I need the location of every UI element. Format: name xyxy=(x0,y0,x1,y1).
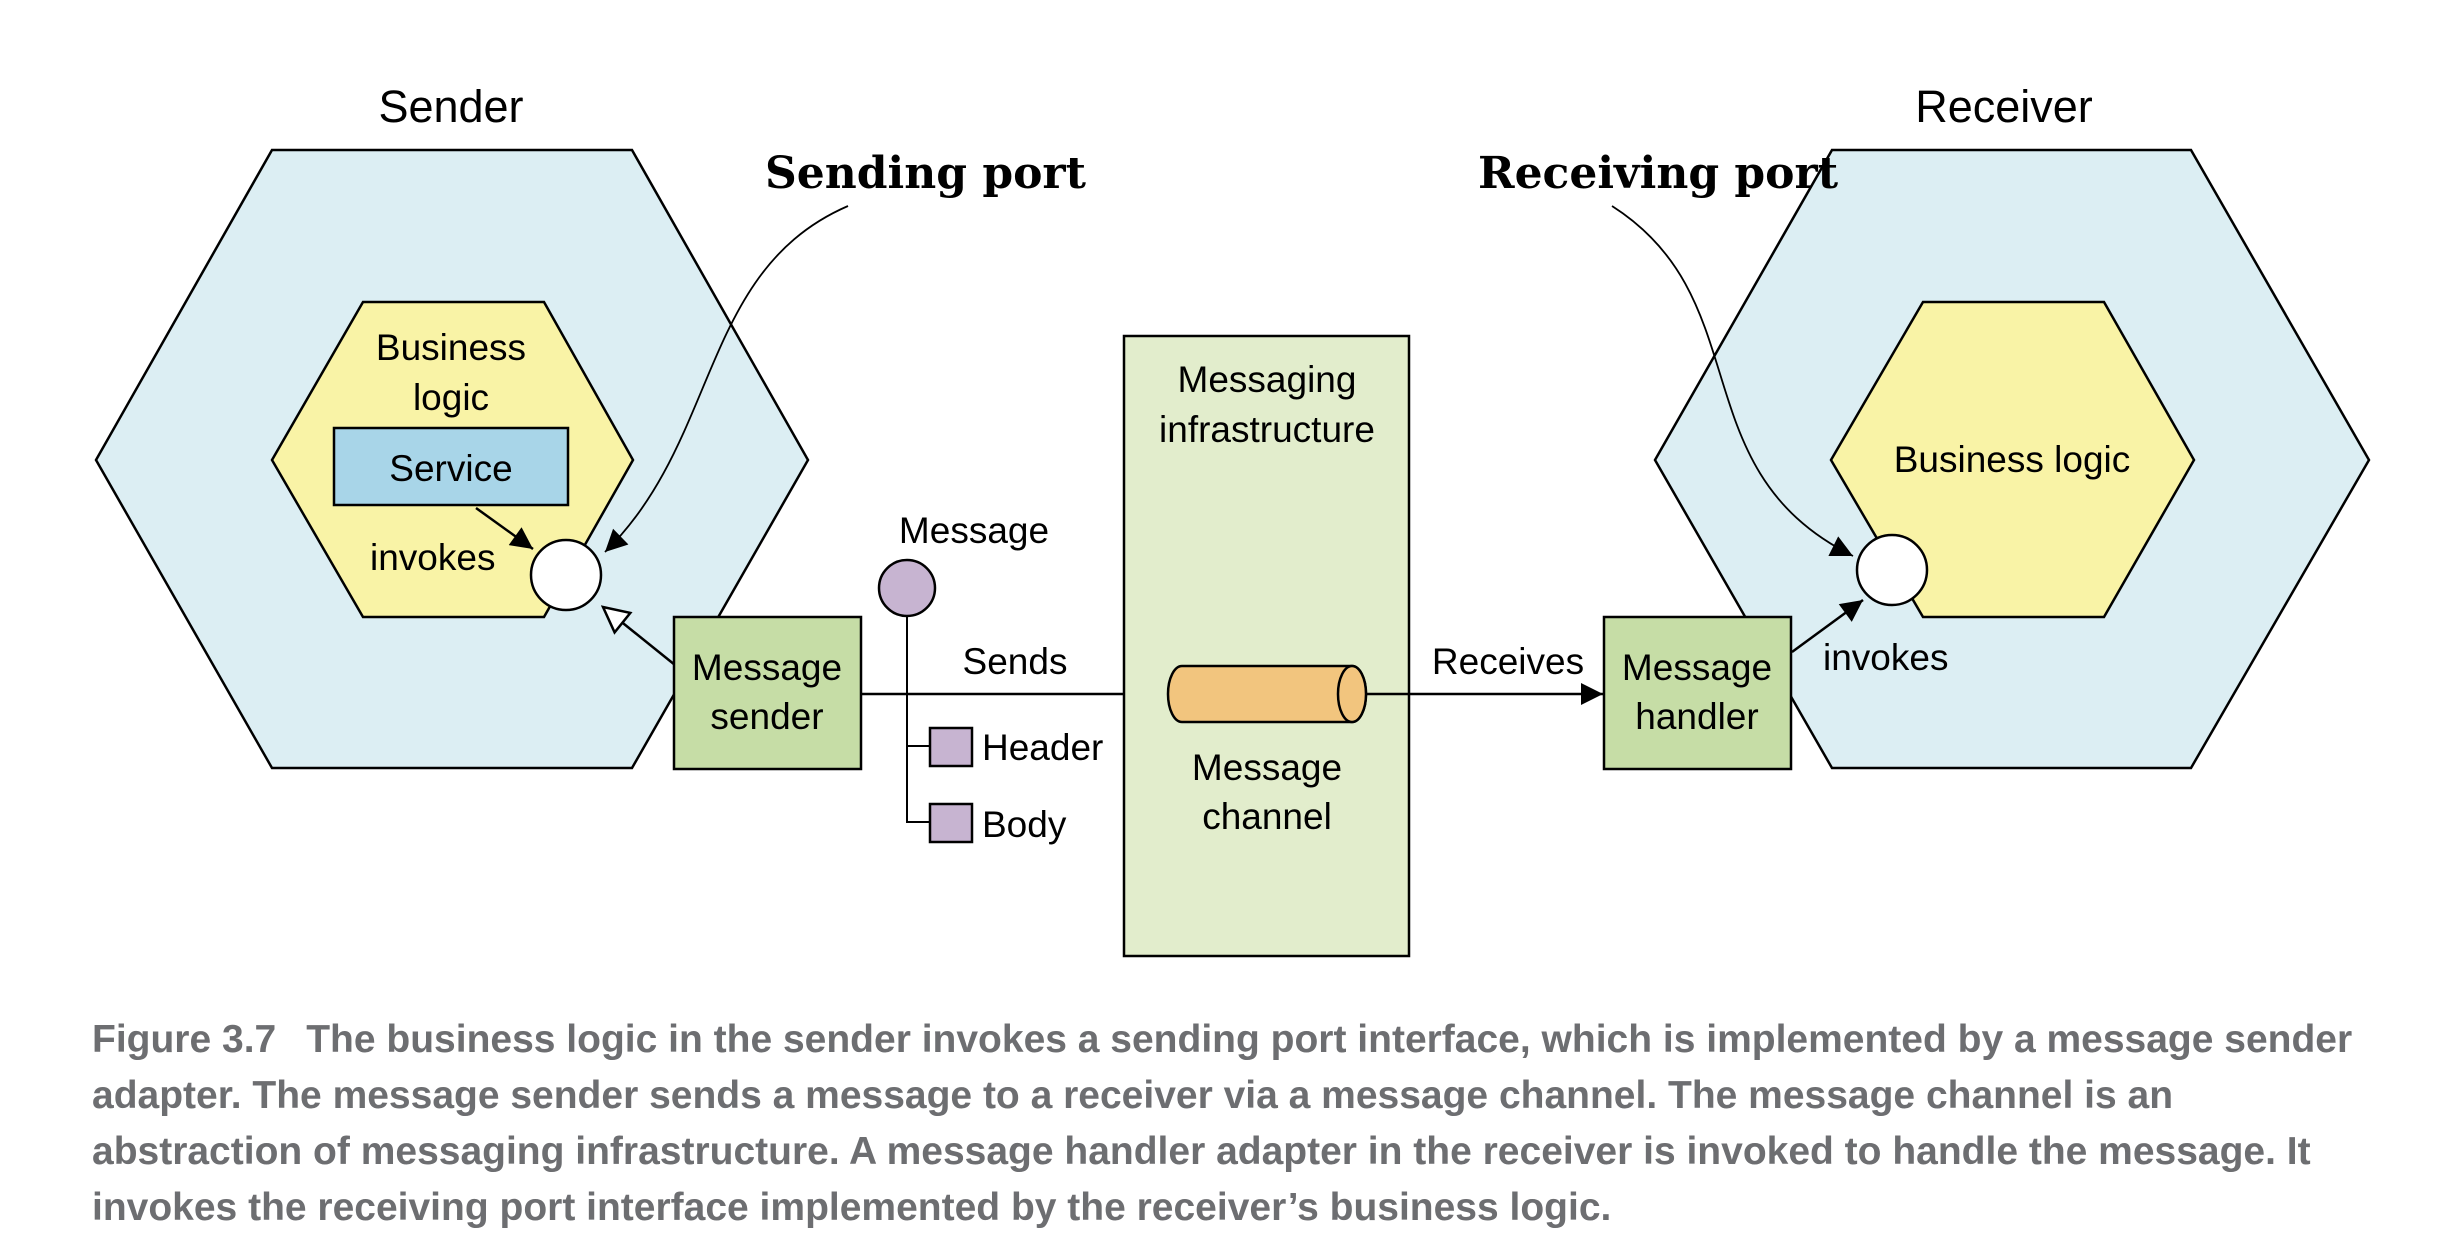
message-channel-cylinder-end xyxy=(1336,664,1368,724)
service-invokes-arrow xyxy=(475,506,534,551)
message-group: Sends Message Header Body xyxy=(861,510,1168,845)
infrastructure-group: Messaging infrastructure Message channel xyxy=(1122,334,1411,958)
body-part-box xyxy=(928,802,974,844)
header-part-box xyxy=(928,726,974,768)
message-handler-box xyxy=(1602,615,1793,771)
receiver-title: Receiver xyxy=(1915,81,2093,132)
receives-label: Receives xyxy=(1432,641,1584,682)
infrastructure-label-line2: infrastructure xyxy=(1159,409,1375,450)
service-box xyxy=(332,426,570,507)
message-handler-label-line1: Message xyxy=(1622,647,1772,688)
infrastructure-label-line1: Messaging xyxy=(1178,359,1357,400)
sender-business-logic-label-line2: logic xyxy=(413,377,489,418)
sender-business-logic-label-line1: Business xyxy=(376,327,526,368)
message-dot xyxy=(877,558,937,618)
messaging-infrastructure-box xyxy=(1122,334,1411,958)
sending-port-callout-curve xyxy=(604,205,849,553)
message-channel-label-line2: channel xyxy=(1202,796,1332,837)
service-label: Service xyxy=(389,448,512,489)
message-parts-connector xyxy=(906,616,930,823)
message-channel-cylinder xyxy=(1166,664,1368,724)
sender-implements-arrow xyxy=(603,607,676,666)
receiving-port-label: Receiving port xyxy=(1478,148,1839,199)
message-sender-label-line1: Message xyxy=(692,647,842,688)
receiving-port-circle xyxy=(1855,533,1929,607)
sends-label: Sends xyxy=(963,641,1068,682)
receiver-hexagon-group: Receiver Business logic Message handler … xyxy=(1602,81,2371,771)
figure-number: Figure 3.7 xyxy=(92,1018,277,1061)
receiver-business-logic-hexagon xyxy=(1829,300,2196,619)
messaging-diagram: Sender Business logic Service invokes Me… xyxy=(94,81,2371,958)
receiving-port-callout-curve xyxy=(1611,205,1854,557)
sender-title: Sender xyxy=(378,81,523,132)
message-sender-label-line2: sender xyxy=(710,696,823,737)
handler-invokes-arrow xyxy=(1791,598,1864,654)
sending-port-label: Sending port xyxy=(765,148,1087,199)
receiver-business-logic-label: Business logic xyxy=(1894,439,2131,480)
header-label: Header xyxy=(982,727,1103,768)
message-handler-label-line2: handler xyxy=(1635,696,1758,737)
message-channel-label-line1: Message xyxy=(1192,747,1342,788)
sender-invokes-label: invokes xyxy=(370,537,495,578)
sending-port-circle xyxy=(529,538,603,612)
body-label: Body xyxy=(982,804,1067,845)
sender-hexagon-group: Sender Business logic Service invokes Me… xyxy=(94,81,863,771)
message-sender-box xyxy=(672,615,863,771)
caption-text: The business logic in the sender invokes… xyxy=(92,1018,2353,1229)
message-label: Message xyxy=(899,510,1049,551)
receiver-invokes-label: invokes xyxy=(1823,637,1948,678)
